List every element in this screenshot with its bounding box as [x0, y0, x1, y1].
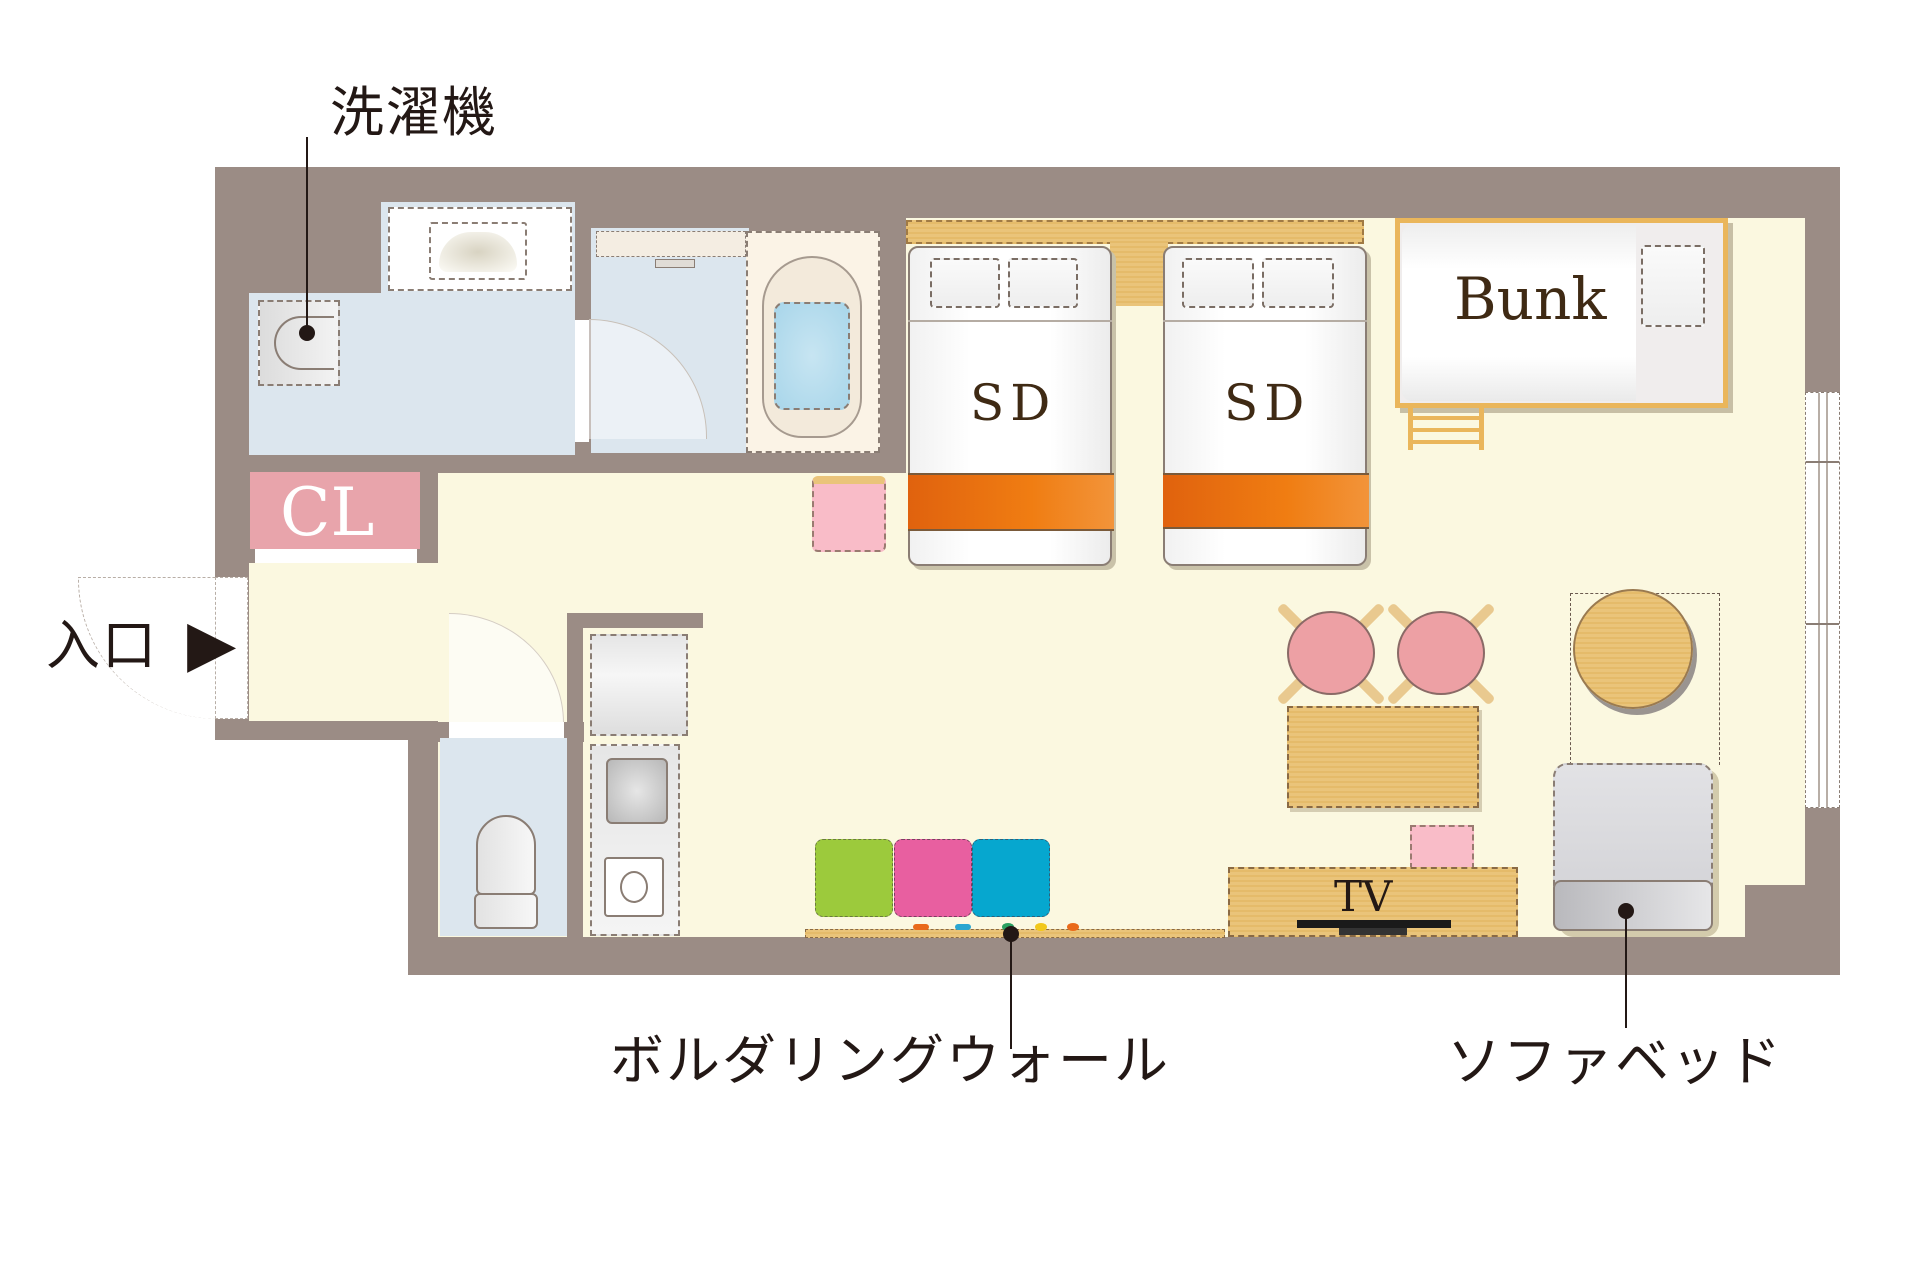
- stool-pink-bedside: [812, 476, 886, 552]
- chair-right[interactable]: [1386, 602, 1496, 706]
- bed-right-throw: [1163, 473, 1369, 529]
- washing-machine-icon: [258, 300, 340, 386]
- refrigerator-icon: [590, 634, 688, 736]
- closet[interactable]: [250, 472, 420, 549]
- bed-left-pillow-1: [930, 258, 1000, 308]
- sofa-bed-leader-line: [1625, 912, 1627, 1028]
- bouldering-leader-line: [1010, 934, 1012, 1049]
- bed-right-label: SD: [1224, 374, 1311, 432]
- sofa-bed-marker-dot: [1618, 903, 1634, 919]
- exterior-right: [1840, 160, 1920, 990]
- chair-left[interactable]: [1276, 602, 1386, 706]
- hold-yellow: [1035, 923, 1047, 931]
- bed-left-divider: [908, 320, 1112, 322]
- bed-gap-headboard: [1110, 240, 1168, 306]
- bed-right-pillow-1: [1182, 258, 1254, 308]
- sofa-bed-arm: [1553, 880, 1713, 931]
- sofa-bed-label: ソファベッド: [1447, 1030, 1783, 1093]
- shower-faucet-icon: [655, 259, 695, 268]
- bouldering-panel-pink: [894, 839, 972, 917]
- tv-base-icon: [1339, 928, 1407, 935]
- washer-leader-line: [306, 137, 308, 329]
- shower-shelf: [596, 231, 746, 257]
- toilet-door[interactable]: [449, 722, 564, 738]
- bed-left-label: SD: [970, 374, 1057, 432]
- closet-label: CL: [280, 474, 375, 551]
- bouldering-panel-green: [815, 839, 893, 917]
- kitchen-wall-vertical: [567, 613, 583, 943]
- bunk-ladder: [1408, 408, 1484, 450]
- kitchen-sink-icon: [606, 758, 668, 824]
- kitchen-wall-top: [567, 613, 703, 628]
- dining-table[interactable]: [1287, 706, 1479, 808]
- window[interactable]: [1805, 392, 1840, 808]
- washer-marker-dot: [299, 325, 315, 341]
- hold-blue: [955, 924, 971, 930]
- tv-label: TV: [1334, 872, 1393, 921]
- hold-orange-2: [1067, 923, 1079, 931]
- bouldering-wall-label: ボルダリングウォール: [610, 1029, 1170, 1092]
- bunk-corner-floor: [1725, 362, 1805, 482]
- exterior-lower-left: [200, 740, 408, 1000]
- bed-left-pillow-2: [1008, 258, 1078, 308]
- washroom-door[interactable]: [575, 320, 589, 442]
- bed-right-pillow-2: [1262, 258, 1334, 308]
- tv-stool-pink: [1410, 825, 1474, 869]
- bed-left-throw: [908, 473, 1114, 531]
- wall-notch-bottom-right: [1745, 885, 1805, 945]
- tv-screen-icon: [1297, 920, 1451, 928]
- bouldering-panel-blue: [972, 839, 1050, 917]
- closet-door-track: [255, 549, 417, 563]
- stove-icon: [604, 857, 664, 917]
- bed-right-divider: [1163, 320, 1367, 322]
- hold-orange-1: [913, 924, 929, 930]
- bunk-mattress: [1402, 225, 1636, 401]
- entrance-arrow-icon: ▶: [187, 607, 237, 681]
- toilet-icon: [474, 815, 538, 933]
- washer-label: 洗濯機: [330, 81, 498, 144]
- sink-basin-icon: [429, 222, 527, 280]
- entrance-label: 入口: [46, 614, 158, 677]
- bunk-pillow: [1641, 245, 1705, 327]
- bunk-label: Bunk: [1454, 265, 1607, 333]
- bathtub-icon: [762, 256, 862, 438]
- round-table[interactable]: [1573, 589, 1693, 709]
